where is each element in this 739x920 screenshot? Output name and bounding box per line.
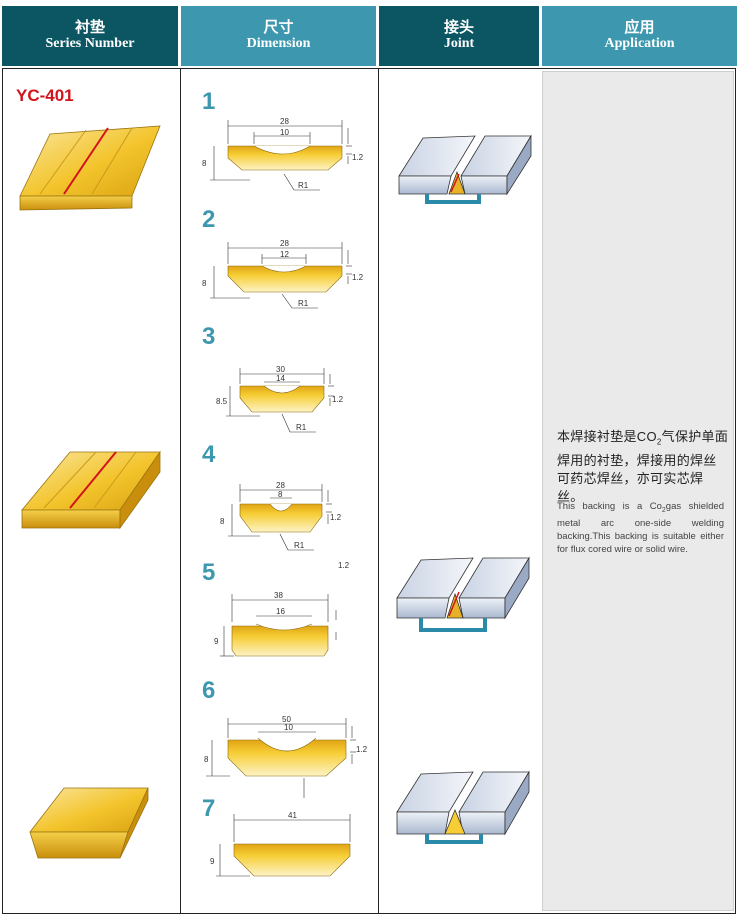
application-column	[542, 71, 734, 911]
table-frame	[2, 68, 736, 914]
dim-label: 28	[280, 239, 289, 248]
header-dimension-en: Dimension	[246, 35, 311, 51]
dim-label: 28	[280, 117, 289, 126]
dim-label: 50	[282, 715, 291, 724]
dim-label: 1.2	[338, 561, 350, 570]
profile-number: 6	[202, 677, 216, 704]
header-application-zh: 应用	[624, 19, 655, 36]
profile-number: 3	[202, 323, 216, 350]
header-series-zh: 衬垫	[74, 19, 105, 36]
column-divider	[378, 68, 379, 914]
dim-label: 8	[204, 755, 209, 764]
application-zh-part: 气保护单面焊用的衬垫，焊接用的焊丝可药芯焊丝，亦可实芯焊丝。	[557, 429, 729, 504]
dim-label: 1.2	[352, 273, 364, 282]
application-en-part: gas shielded metal arc one-side welding …	[557, 501, 724, 555]
dim-label: 38	[274, 591, 283, 600]
application-en-subscript: 2	[661, 506, 666, 514]
dim-label: R1	[298, 181, 309, 190]
dim-label: 8	[202, 279, 207, 288]
header-series: 衬垫 Series Number	[2, 6, 178, 66]
dim-label: 1.2	[332, 395, 344, 404]
header-application-en: Application	[604, 35, 675, 51]
backing-strip-image	[29, 787, 149, 859]
dim-label: 1.2	[356, 745, 368, 754]
profile-number: 2	[202, 206, 216, 233]
header-dimension: 尺寸 Dimension	[181, 6, 376, 66]
profile-drawing	[228, 484, 332, 551]
profile-drawing	[226, 368, 334, 433]
profile-drawing	[220, 594, 337, 657]
header-dimension-zh: 尺寸	[263, 19, 294, 36]
joint-image	[396, 556, 530, 632]
joint-image	[398, 134, 532, 204]
profile-drawing	[216, 814, 351, 877]
profile-drawing	[206, 718, 356, 798]
dim-label: 12	[280, 250, 289, 259]
joint-image	[396, 770, 530, 844]
profile-drawing	[210, 120, 352, 191]
dim-label: 8.5	[216, 397, 228, 406]
header-series-en: Series Number	[45, 35, 135, 51]
dim-label: 9	[210, 857, 215, 866]
dim-label: 41	[288, 811, 297, 820]
dim-label: 28	[276, 481, 285, 490]
dimension-drawings: 28 10 8 1.2 R1 28 12 8 1.2 R1 30 14 8.5 …	[202, 117, 368, 877]
dim-label: 10	[284, 723, 293, 732]
dim-label: 8	[202, 159, 207, 168]
dim-label: 10	[280, 128, 289, 137]
dim-label: R1	[298, 299, 309, 308]
dim-label: 1.2	[352, 153, 364, 162]
dim-label: 1.2	[330, 513, 342, 522]
series-name: YC-401	[16, 86, 74, 105]
profile-number: 1	[202, 88, 216, 115]
joint-illustrations	[396, 134, 532, 844]
header-joint-zh: 接头	[443, 19, 474, 36]
dim-label: 14	[276, 374, 285, 383]
application-en-part: This backing is a Co	[557, 501, 662, 512]
dim-label: R1	[296, 423, 307, 432]
column-divider	[180, 68, 181, 914]
profile-number: 5	[202, 559, 216, 586]
header-joint-en: Joint	[443, 35, 475, 51]
application-text-zh: 本焊接衬垫是CO2气保护单面焊用的衬垫，焊接用的焊丝可药芯焊丝，亦可实芯焊丝。	[557, 428, 729, 506]
profile-number: 7	[202, 795, 216, 822]
header-application: 应用 Application	[542, 6, 737, 66]
dim-label: R1	[294, 541, 305, 550]
profile-drawing	[210, 242, 352, 309]
application-zh-subscript: 2	[656, 437, 662, 447]
dim-label: 16	[276, 607, 285, 616]
dim-label: 9	[214, 637, 219, 646]
dim-label: 8	[278, 490, 283, 499]
application-zh-part: 本焊接衬垫是CO	[557, 429, 657, 444]
backing-strip-image	[21, 450, 161, 530]
dim-label: 30	[276, 365, 285, 374]
dim-label: 8	[220, 517, 225, 526]
header-joint: 接头 Joint	[379, 6, 539, 66]
backing-strip-image	[19, 125, 161, 211]
profile-number: 4	[202, 441, 216, 468]
application-text-en: This backing is a Co2gas shielded metal …	[557, 500, 724, 556]
series-illustrations	[19, 125, 161, 859]
